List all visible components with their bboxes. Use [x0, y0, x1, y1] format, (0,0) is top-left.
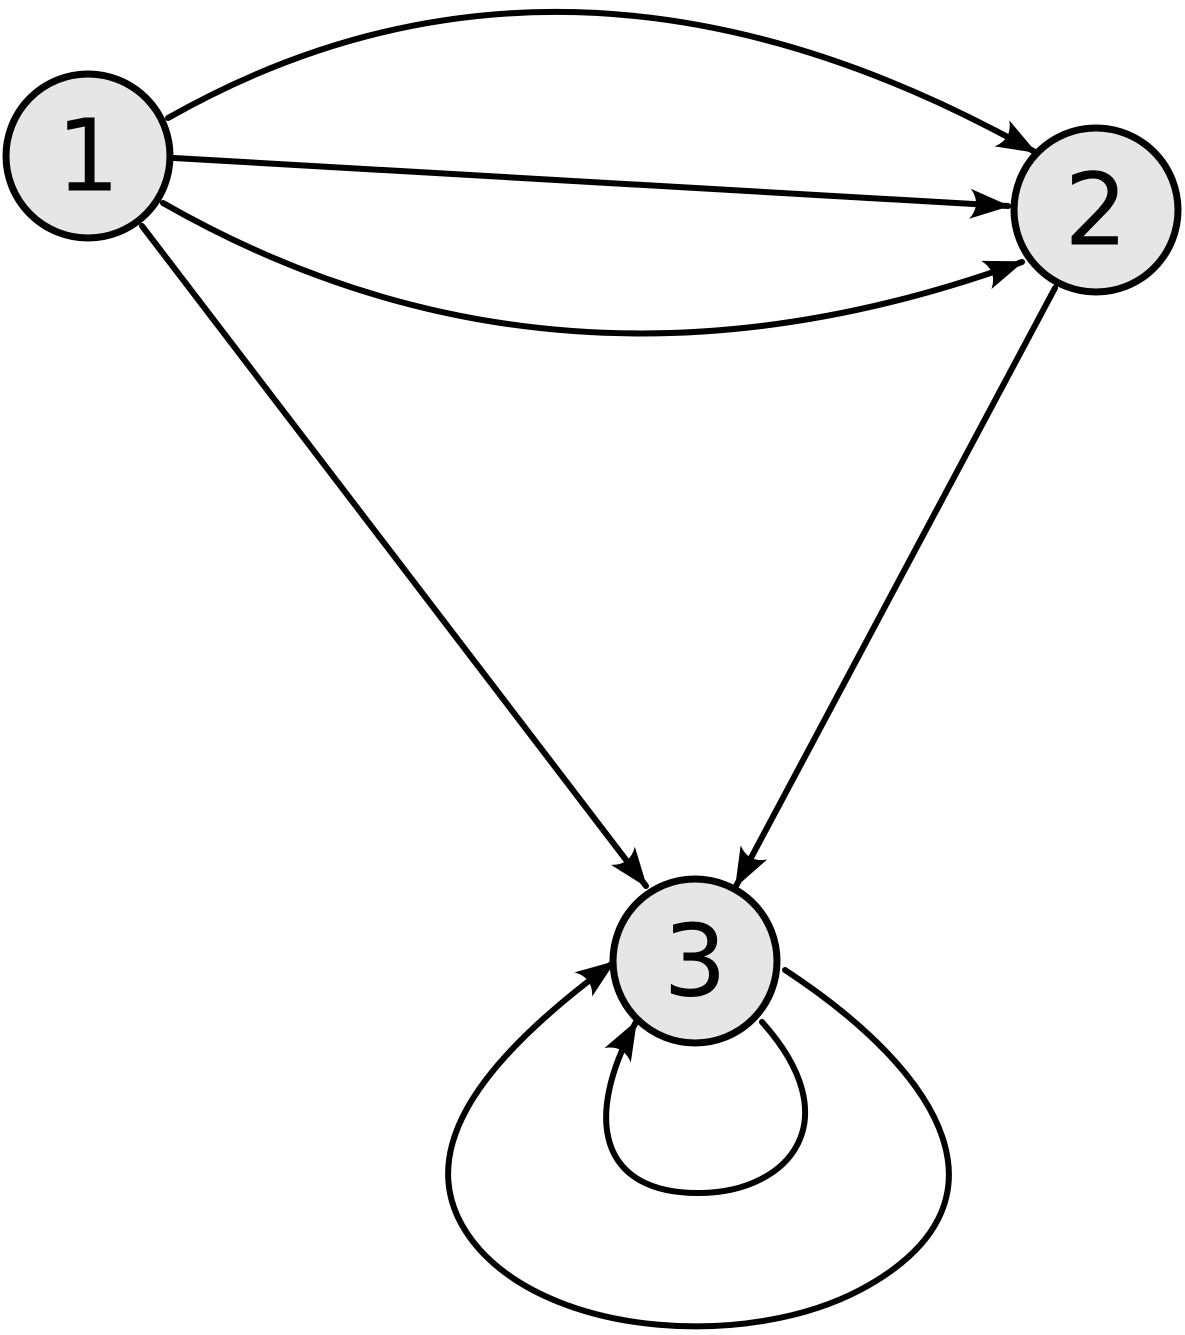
node-3-circle	[609, 875, 781, 1047]
edge-3-self-loop-inner	[603, 1019, 809, 1197]
edge-1-to-2-straight	[171, 155, 1011, 219]
node-2-circle	[1010, 124, 1182, 296]
node-1-label: 1	[56, 98, 120, 215]
node-3-label: 3	[663, 903, 727, 1020]
edge-1-to-2-upper-arc	[165, 9, 1038, 155]
nodes-layer: 1 2 3	[2, 70, 1182, 1047]
node-3: 3	[609, 875, 781, 1047]
node-2-label: 2	[1064, 152, 1128, 269]
node-2: 2	[1010, 124, 1182, 296]
edge-2-to-3	[733, 285, 1058, 889]
node-1: 1	[2, 70, 174, 242]
edges-layer	[139, 9, 1058, 1330]
edge-3-self-loop-outer	[445, 959, 952, 1330]
edge-1-to-3	[139, 223, 649, 889]
node-1-circle	[2, 70, 174, 242]
edge-1-to-2-lower-arc	[160, 200, 1025, 337]
